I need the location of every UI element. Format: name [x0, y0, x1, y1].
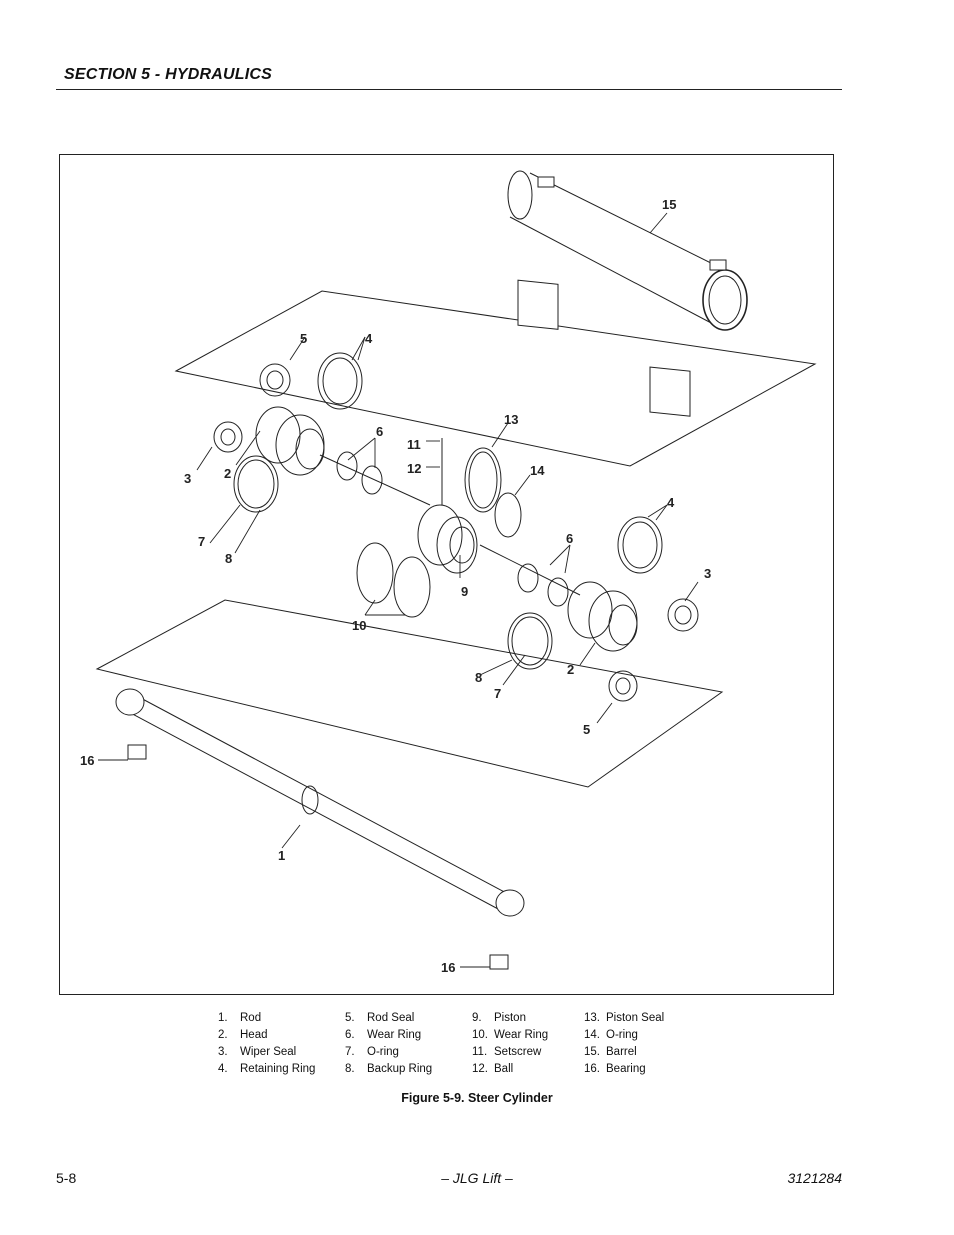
legend-column: 9.Piston 10.Wear Ring 11.Setscrew 12.Bal…	[472, 1012, 548, 1080]
figure-box: 1 2 3 4 5 6 7 8 9 10 11 12 13 14 15 16 4…	[59, 154, 834, 995]
callout-4: 4	[667, 495, 675, 510]
callout-14: 14	[530, 463, 545, 478]
lower-plane	[95, 599, 724, 788]
callout-10: 10	[352, 618, 366, 633]
callout-1: 1	[278, 848, 285, 863]
page-number: 5-8	[56, 1170, 77, 1186]
barrel-part	[507, 170, 748, 417]
callout-5: 5	[583, 722, 590, 737]
legend-item: 6.Wear Ring	[345, 1029, 422, 1041]
legend-item: 3.Wiper Seal	[218, 1046, 297, 1058]
legend-item: 16.Bearing	[584, 1063, 646, 1075]
callout-16: 16	[441, 960, 455, 975]
callout-6: 6	[376, 424, 383, 439]
head-right	[507, 516, 699, 702]
legend-item: 14.O-ring	[584, 1029, 638, 1041]
legend-item: 8.Backup Ring	[345, 1063, 433, 1075]
legend-item: 1.Rod	[218, 1012, 262, 1024]
callout-13: 13	[504, 412, 518, 427]
head-left	[213, 352, 431, 513]
legend-item: 4.Retaining Ring	[218, 1063, 316, 1075]
legend-column: 1.Rod 2.Head 3.Wiper Seal 4.Retaining Ri…	[218, 1012, 315, 1080]
callout-3: 3	[184, 471, 191, 486]
rod-part	[115, 688, 525, 970]
callout-6: 6	[566, 531, 573, 546]
legend-item: 15.Barrel	[584, 1046, 637, 1058]
header-rule	[56, 89, 842, 90]
legend-item: 2.Head	[218, 1029, 268, 1041]
legend-item: 11.Setscrew	[472, 1046, 542, 1058]
callout-12: 12	[407, 461, 421, 476]
figure-caption: Figure 5-9. Steer Cylinder	[401, 1091, 553, 1105]
legend-item: 10.Wear Ring	[472, 1029, 549, 1041]
callout-4: 4	[365, 331, 373, 346]
callout-8: 8	[475, 670, 482, 685]
upper-plane	[174, 290, 817, 467]
section-header: SECTION 5 - HYDRAULICS	[64, 66, 272, 83]
callout-8: 8	[225, 551, 232, 566]
callout-16: 16	[80, 753, 94, 768]
legend-item: 9.Piston	[472, 1012, 526, 1024]
legend-item: 13.Piston Seal	[584, 1012, 665, 1024]
document-number: 3121284	[787, 1170, 842, 1186]
legend-column: 5.Rod Seal 6.Wear Ring 7.O-ring 8.Backup…	[345, 1012, 432, 1080]
callout-2: 2	[567, 662, 574, 677]
callout-3: 3	[704, 566, 711, 581]
callout-7: 7	[198, 534, 205, 549]
legend-item: 12.Ball	[472, 1063, 514, 1075]
callout-9: 9	[461, 584, 468, 599]
footer-title: – JLG Lift –	[441, 1170, 513, 1186]
callout-15: 15	[662, 197, 676, 212]
callout-labels: 1 2 3 4 5 6 7 8 9 10 11 12 13 14 15 16 4…	[80, 197, 711, 975]
piston-center	[356, 438, 581, 618]
legend-item: 5.Rod Seal	[345, 1012, 415, 1024]
callout-7: 7	[494, 686, 501, 701]
legend-column: 13.Piston Seal 14.O-ring 15.Barrel 16.Be…	[584, 1012, 664, 1080]
legend-item: 7.O-ring	[345, 1046, 399, 1058]
callout-5: 5	[300, 331, 307, 346]
steer-cylinder-diagram: 1 2 3 4 5 6 7 8 9 10 11 12 13 14 15 16 4…	[80, 170, 817, 975]
callout-11: 11	[407, 437, 421, 452]
callout-2: 2	[224, 466, 231, 481]
leader-lines	[98, 212, 699, 968]
